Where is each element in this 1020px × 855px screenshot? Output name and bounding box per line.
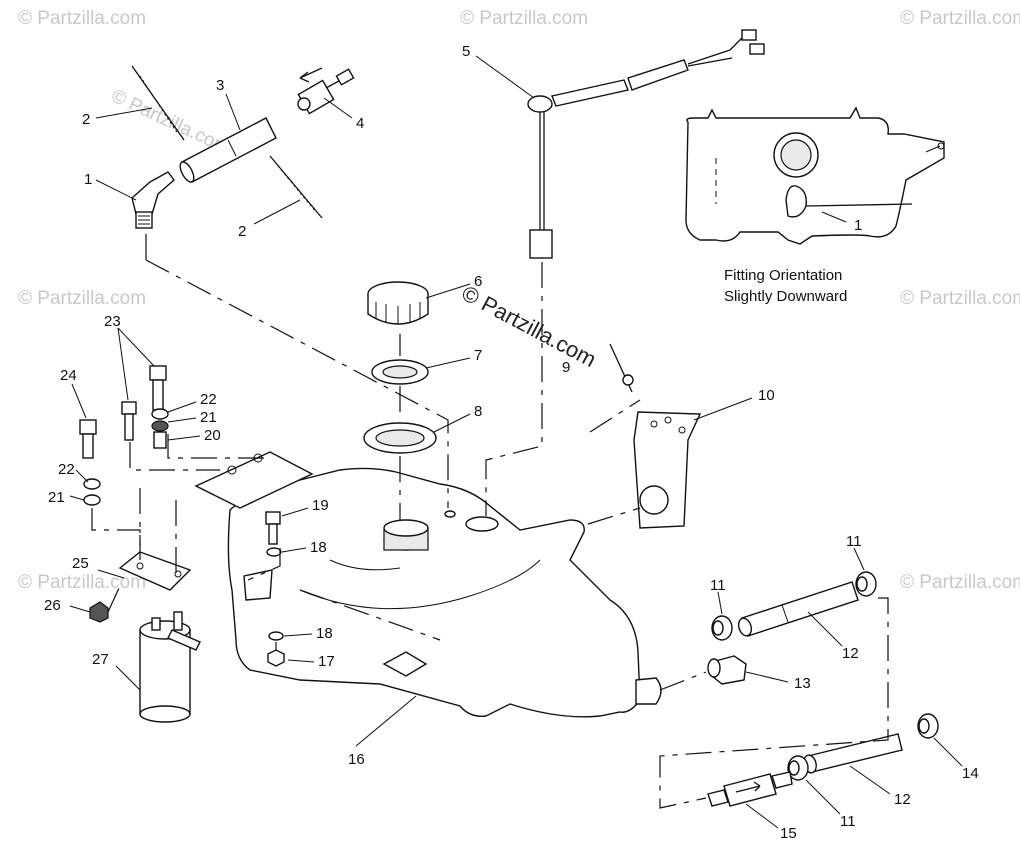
hose-clamp-2-lower <box>269 155 323 219</box>
clamp-11-top <box>855 571 877 597</box>
callout-24: 24 <box>60 367 77 384</box>
hose-clamp-2-upper <box>131 65 185 141</box>
callout-13: 13 <box>794 675 811 692</box>
clamp-11-bottom <box>787 755 809 781</box>
nut-17 <box>267 649 285 667</box>
callout-6: 6 <box>474 273 482 290</box>
washer-18-lower <box>268 631 284 641</box>
callout-4: 4 <box>356 115 364 132</box>
callout-11: 11 <box>710 577 726 594</box>
callout-17: 17 <box>318 653 335 670</box>
callout-22: 22 <box>58 461 75 478</box>
callout-23: 23 <box>104 313 121 330</box>
callout-2: 2 <box>238 223 246 240</box>
watermark: © Partzilla.com <box>900 288 1020 309</box>
callout-2: 2 <box>82 111 90 128</box>
callout-10: 10 <box>758 387 775 404</box>
callout-7: 7 <box>474 347 482 364</box>
washers-21-22-lower <box>83 478 101 506</box>
washers-21-22-upper <box>151 408 169 449</box>
routing-lines <box>91 234 889 809</box>
callout-25: 25 <box>72 555 89 572</box>
clamp-14 <box>917 713 939 739</box>
inset-note-line1: Fitting Orientation <box>724 267 842 284</box>
watermark: © Partzilla.com <box>900 8 1020 29</box>
vent-fitting-9 <box>609 343 634 393</box>
callout-8: 8 <box>474 403 482 420</box>
callout-9: 9 <box>562 359 570 376</box>
washer-18-upper <box>266 547 282 557</box>
leader-lines <box>69 55 963 829</box>
ring-8 <box>363 422 437 454</box>
elbow-fitting-1 <box>131 171 175 229</box>
bracket-10 <box>633 411 702 529</box>
callout-18: 18 <box>316 625 333 642</box>
hose-12-upper <box>737 581 859 637</box>
inset-note-line2: Slightly Downward <box>724 288 847 305</box>
inset-callout: 1 <box>854 217 862 234</box>
inline-filter-15 <box>707 771 793 807</box>
callout-labels: 1 2 2 3 4 5 6 7 8 9 10 11 11 11 12 12 13… <box>44 43 979 842</box>
watermark: © Partzilla.com <box>18 288 146 309</box>
callout-5: 5 <box>462 43 470 60</box>
callout-1: 1 <box>84 171 92 188</box>
fuel-sender-5 <box>527 29 765 259</box>
callout-21: 21 <box>48 489 65 506</box>
nut-26 <box>89 601 109 623</box>
bolt-24 <box>79 419 97 459</box>
fitting-orientation-inset: 1 Fitting Orientation Slightly Downward <box>685 106 945 305</box>
fuel-filter-27 <box>139 611 201 723</box>
elbow-fitting-13 <box>707 655 747 685</box>
callout-12: 12 <box>894 791 911 808</box>
callout-27: 27 <box>92 651 109 668</box>
watermark: © Partzilla.com <box>460 8 588 29</box>
fuel-hose-3 <box>179 117 277 183</box>
fuel-cap-6 <box>367 281 429 325</box>
callout-12: 12 <box>842 645 859 662</box>
watermark: © Partzilla.com <box>18 572 146 593</box>
callout-21: 21 <box>200 409 217 426</box>
bolt-19 <box>265 511 281 545</box>
fuel-valve-4 <box>297 67 355 115</box>
clamp-11-left <box>711 615 733 641</box>
callout-11: 11 <box>846 533 862 550</box>
watermark: © Partzilla.com <box>18 8 146 29</box>
callout-16: 16 <box>348 751 365 768</box>
callout-14: 14 <box>962 765 979 782</box>
callout-18: 18 <box>310 539 327 556</box>
callout-20: 20 <box>204 427 221 444</box>
callout-26: 26 <box>44 597 61 614</box>
callout-11: 11 <box>840 813 856 830</box>
callout-22: 22 <box>200 391 217 408</box>
callout-3: 3 <box>216 77 224 94</box>
bolt-23 <box>121 365 167 441</box>
filter-bracket-25 <box>118 551 192 591</box>
fuel-tank-16 <box>227 467 662 718</box>
callout-15: 15 <box>780 825 797 842</box>
callout-19: 19 <box>312 497 329 514</box>
gasket-7 <box>371 359 429 385</box>
watermark: © Partzilla.com <box>900 572 1020 593</box>
